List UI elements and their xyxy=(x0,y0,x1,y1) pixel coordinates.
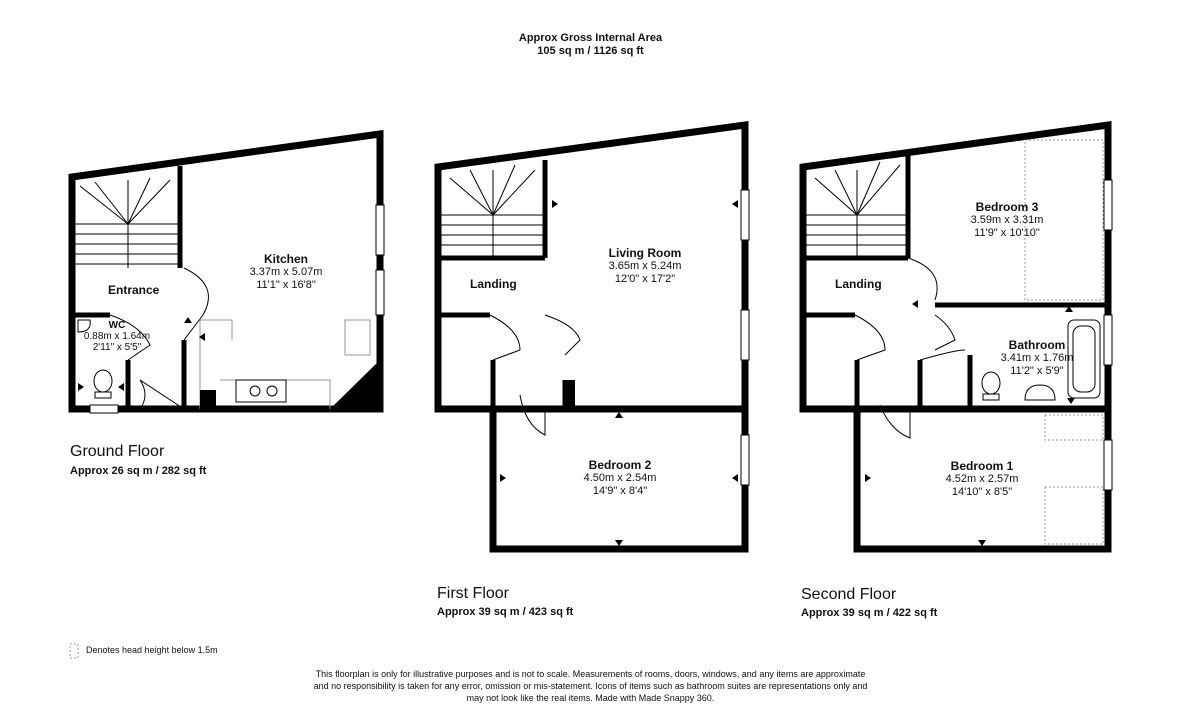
room-living: Living Room 3.65m x 5.24m 12'0" x 17'2" xyxy=(590,247,700,286)
disclaimer-line-1: This floorplan is only for illustrative … xyxy=(315,669,866,679)
room-bedroom3-imperial: 11'9" x 10'10" xyxy=(974,227,1040,239)
room-kitchen-imperial: 11'1" x 16'8" xyxy=(256,279,316,291)
gross-area-value: 105 sq m / 1126 sq ft xyxy=(537,45,644,57)
room-living-metric: 3.65m x 5.24m xyxy=(608,260,682,272)
room-bathroom-name: Bathroom xyxy=(1008,338,1066,352)
second-floor-plan xyxy=(799,120,1113,553)
disclaimer: This floorplan is only for illustrative … xyxy=(0,668,1181,704)
room-bedroom3-metric: 3.59m x 3.31m xyxy=(970,214,1044,226)
room-bathroom: Bathroom 3.41m x 1.76m 11'2" x 5'9" xyxy=(987,339,1087,378)
second-floor-area: Approx 39 sq m / 422 sq ft xyxy=(801,607,938,619)
room-bedroom2: Bedroom 2 4.50m x 2.54m 14'9" x 8'4" xyxy=(570,459,670,498)
room-bedroom1-metric: 4.52m x 2.57m xyxy=(945,473,1019,485)
second-floor-name: Second Floor xyxy=(801,586,897,603)
room-bedroom2-name: Bedroom 2 xyxy=(588,458,652,472)
ground-floor-name: Ground Floor xyxy=(70,443,165,460)
second-landing-name: Landing xyxy=(835,277,882,291)
first-landing: Landing xyxy=(470,278,517,291)
room-bedroom1: Bedroom 1 4.52m x 2.57m 14'10" x 8'5" xyxy=(932,460,1032,499)
legend-text: Denotes head height below 1.5m xyxy=(86,645,218,655)
room-kitchen: Kitchen 3.37m x 5.07m 11'1" x 16'8" xyxy=(236,253,336,292)
gross-area-title: Approx Gross Internal Area xyxy=(518,32,663,44)
room-wc-name: WC xyxy=(108,320,126,331)
room-entrance-name: Entrance xyxy=(108,283,160,297)
room-bedroom2-imperial: 14'9" x 8'4" xyxy=(592,485,648,497)
room-wc: WC 0.88m x 1.64m 2'11" x 5'5" xyxy=(82,320,152,353)
room-bedroom2-metric: 4.50m x 2.54m xyxy=(583,472,657,484)
room-entrance: Entrance xyxy=(108,284,159,297)
first-floor-name: First Floor xyxy=(437,585,509,602)
ground-floor-plan xyxy=(68,129,385,414)
room-kitchen-metric: 3.37m x 5.07m xyxy=(249,266,323,278)
ground-floor-area: Approx 26 sq m / 282 sq ft xyxy=(70,465,207,477)
room-wc-imperial: 2'11" x 5'5" xyxy=(92,342,142,353)
room-bathroom-imperial: 11'2" x 5'9" xyxy=(1010,365,1064,377)
first-landing-name: Landing xyxy=(470,277,517,291)
room-living-imperial: 12'0" x 17'2" xyxy=(614,273,676,285)
room-bedroom1-name: Bedroom 1 xyxy=(950,459,1014,473)
room-bedroom3: Bedroom 3 3.59m x 3.31m 11'9" x 10'10" xyxy=(957,201,1057,240)
legend-swatch xyxy=(69,643,79,659)
room-bathroom-metric: 3.41m x 1.76m xyxy=(1000,352,1074,364)
second-landing: Landing xyxy=(835,278,882,291)
room-living-name: Living Room xyxy=(608,246,682,260)
first-floor-plan xyxy=(434,120,750,553)
room-wc-metric: 0.88m x 1.64m xyxy=(83,331,151,342)
room-bedroom1-imperial: 14'10" x 8'5" xyxy=(951,486,1013,498)
disclaimer-line-2: and no responsibility is taken for any e… xyxy=(313,681,868,691)
disclaimer-line-3: may not look like the real items. Made w… xyxy=(466,693,715,703)
room-bedroom3-name: Bedroom 3 xyxy=(975,200,1039,214)
first-floor-area: Approx 39 sq m / 423 sq ft xyxy=(437,606,574,618)
room-kitchen-name: Kitchen xyxy=(263,252,308,266)
